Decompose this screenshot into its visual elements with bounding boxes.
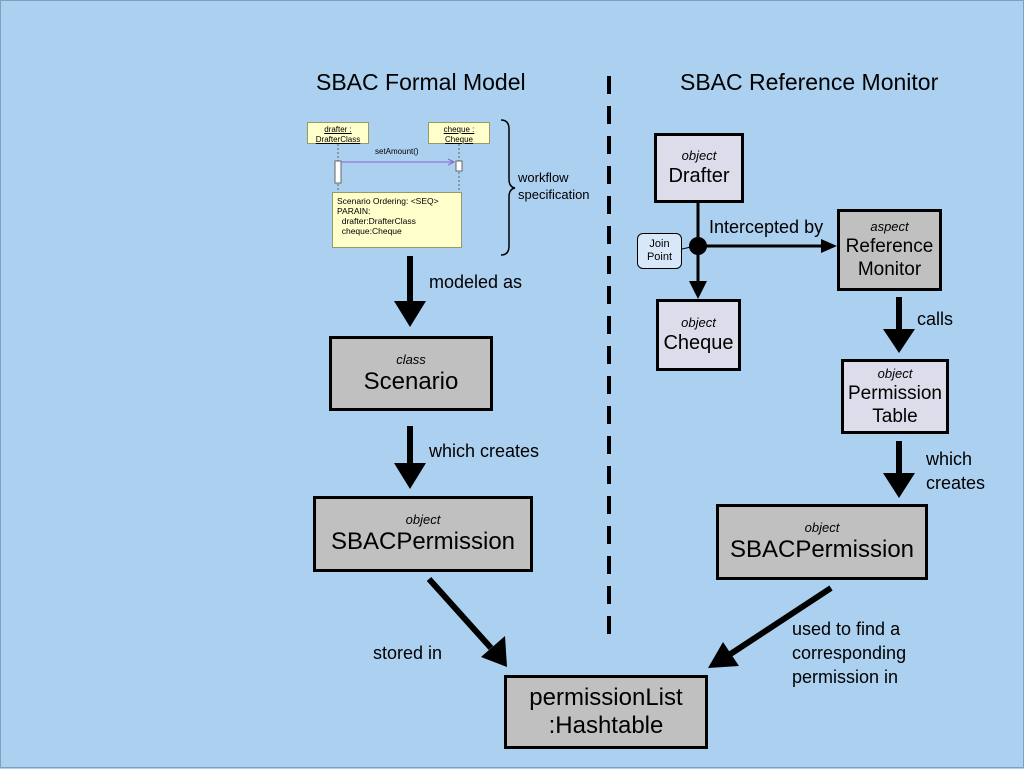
arrow-modeled-as (394, 256, 426, 327)
join-point-dot (689, 237, 707, 255)
reference-monitor-aspect-box: aspect Reference Monitor (837, 209, 942, 291)
scenario-type: class (396, 351, 426, 367)
sbac-permission-left-box: object SBACPermission (313, 496, 533, 572)
which-creates-left-label: which creates (429, 441, 540, 461)
join-point-label: Join Point (637, 233, 682, 269)
scenario-class-box: class Scenario (329, 336, 493, 411)
used-to-find-label: used to find a corresponding permission … (792, 619, 907, 687)
arrow-intercepted-by (698, 239, 837, 253)
lifeline-cheque-head: cheque : Cheque (428, 122, 490, 144)
cheque-name: Cheque (663, 332, 734, 354)
workflow-brace (500, 119, 516, 256)
activation-drafter (334, 160, 342, 184)
reference-monitor-title: SBAC Reference Monitor (680, 69, 939, 95)
arrow-calls (883, 297, 915, 353)
workflow-spec-label: workflow specification (518, 170, 590, 202)
drafter-name: Drafter (668, 165, 730, 187)
modeled-as-label: modeled as (429, 272, 523, 292)
drafter-object-box: object Drafter (654, 133, 744, 203)
cheque-object-box: object Cheque (656, 299, 741, 371)
perm-table-type: object (877, 365, 913, 381)
arrow-which-creates-left (394, 426, 426, 489)
drafter-type: object (681, 148, 717, 163)
which-creates-right-label: which creates (926, 449, 986, 493)
aspect-type: aspect (870, 219, 909, 234)
message-label: setAmount() (375, 147, 419, 156)
permission-left-name: SBACPermission (330, 528, 516, 555)
permission-list-hashtable-box: permissionList :Hashtable (504, 675, 708, 749)
cheque-type: object (681, 315, 716, 330)
formal-model-title: SBAC Formal Model (316, 69, 526, 95)
calls-label: calls (917, 309, 954, 329)
arrow-which-creates-right (883, 441, 915, 498)
scenario-name: Scenario (363, 367, 459, 395)
arrow-stored-in (426, 576, 507, 667)
activation-cheque (455, 160, 463, 172)
aspect-name: Reference Monitor (845, 236, 934, 280)
arrow-used-to-find (708, 585, 833, 668)
permission-right-name: SBACPermission (729, 536, 915, 563)
hashtable-name: permissionList :Hashtable (529, 684, 683, 739)
permission-left-type: object (405, 512, 441, 527)
stored-in-label: stored in (373, 643, 443, 663)
sbac-permission-right-box: object SBACPermission (716, 504, 928, 580)
scenario-note: Scenario Ordering: <SEQ> PARAIN: drafter… (332, 192, 462, 248)
perm-table-name: Permission Table (848, 382, 942, 427)
permission-right-type: object (804, 520, 840, 535)
join-point-leader (681, 246, 692, 250)
intercepted-by-label: Intercepted by (709, 217, 824, 237)
permission-table-box: object Permission Table (841, 359, 949, 434)
lifeline-drafter-head: drafter : DrafterClass (307, 122, 369, 144)
